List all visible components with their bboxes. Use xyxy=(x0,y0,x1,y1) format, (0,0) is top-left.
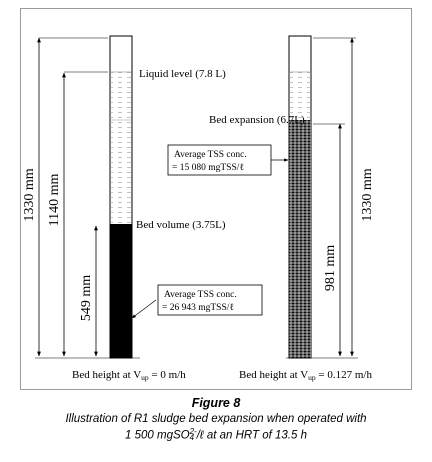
bed-volume-label: Bed volume (3.75L) xyxy=(136,219,226,231)
left-tss-line2: = 26 943 mgTSS/ℓ xyxy=(162,303,234,313)
left-tss-pointer xyxy=(131,299,157,319)
left-tss-box xyxy=(157,284,263,316)
right-tss-box xyxy=(167,144,272,176)
bed-expansion-label: Bed expansion (6.7L) xyxy=(209,114,305,126)
figure-caption-line1: Illustration of R1 sludge bed expansion … xyxy=(65,413,367,425)
right-bottom-label: Bed height at Vup = 0.127 m/h xyxy=(239,369,372,382)
right-column xyxy=(288,35,312,359)
right-liquid-region xyxy=(289,72,311,120)
right-expanded-bed xyxy=(289,120,311,358)
figure-frame xyxy=(20,8,412,390)
left-liquid-region xyxy=(110,72,132,224)
left-bottom-label: Bed height at Vup = 0 m/h xyxy=(72,369,186,382)
left-inner-dim-label: 549 mm xyxy=(79,275,94,321)
figure-title: Figure 8 xyxy=(191,396,241,410)
right-outer-dim-label: 1330 mm xyxy=(360,168,375,221)
left-middle-dim-label: 1140 mm xyxy=(47,174,62,227)
sludge-bed-diagram: 1330 mm 1140 mm 549 mm Liquid level (7.8… xyxy=(22,35,375,382)
left-sludge-bed xyxy=(110,224,132,358)
left-tss-line1: Average TSS conc. xyxy=(164,290,237,300)
right-inner-dim-label: 981 mm xyxy=(323,245,338,291)
right-tss-line1: Average TSS conc. xyxy=(174,150,247,160)
liquid-level-label: Liquid level (7.8 L) xyxy=(139,68,226,80)
left-outer-dim-label: 1330 mm xyxy=(22,168,37,221)
left-column xyxy=(109,35,133,359)
right-tss-line2: = 15 080 mgTSS/ℓ xyxy=(172,163,244,173)
